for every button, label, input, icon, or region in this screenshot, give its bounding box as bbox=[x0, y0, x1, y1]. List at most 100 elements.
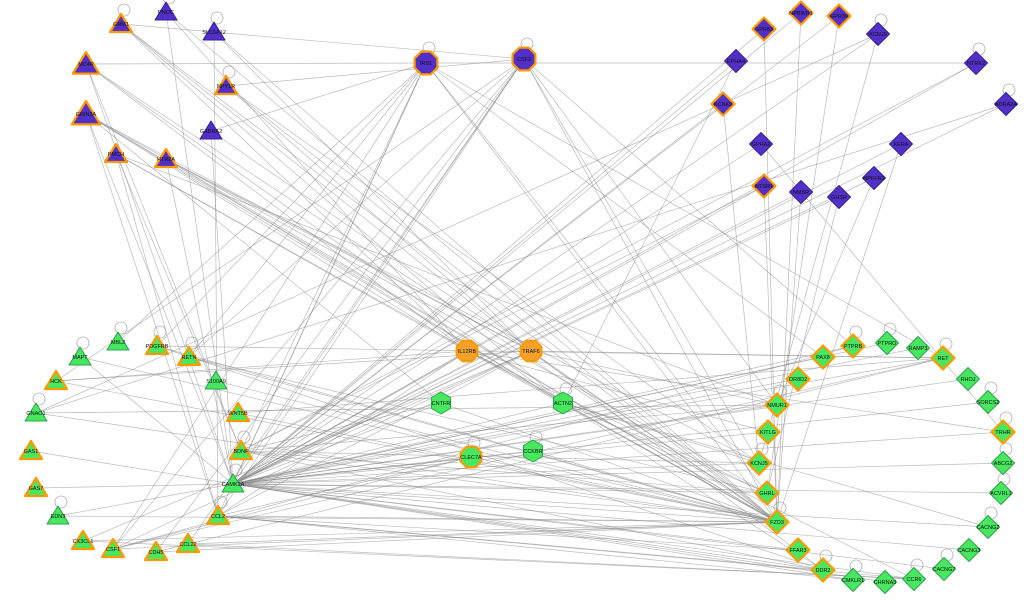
edge bbox=[115, 153, 778, 406]
node-CX3CL1[interactable] bbox=[70, 529, 96, 551]
node-SLC6A12[interactable] bbox=[202, 21, 226, 41]
self-loops-layer bbox=[32, 0, 1016, 573]
node-GHSR[interactable] bbox=[827, 185, 851, 209]
edge bbox=[466, 350, 768, 494]
node-ACTN2[interactable] bbox=[553, 391, 573, 415]
node-PMCH[interactable] bbox=[103, 142, 129, 164]
node-MAPT[interactable] bbox=[68, 346, 92, 366]
node-CCKBR[interactable] bbox=[523, 439, 543, 463]
node-MBL2[interactable] bbox=[106, 331, 130, 351]
node-ACVRL1[interactable] bbox=[989, 481, 1013, 505]
node-CSF2[interactable] bbox=[511, 46, 537, 72]
node-SORCS2[interactable] bbox=[976, 390, 1000, 414]
node-RHOJ[interactable] bbox=[956, 367, 980, 391]
node-NTSR1[interactable] bbox=[751, 173, 777, 199]
node-RET[interactable] bbox=[930, 345, 956, 371]
node-KERA[interactable] bbox=[889, 132, 913, 156]
node-CDH5[interactable] bbox=[143, 540, 169, 562]
node-WNT5B[interactable] bbox=[225, 401, 251, 423]
edge bbox=[776, 143, 902, 523]
node-KCNK9[interactable] bbox=[710, 91, 736, 117]
node-S100A9[interactable] bbox=[204, 370, 228, 390]
node-RETN[interactable] bbox=[176, 345, 202, 367]
node-BDNF[interactable] bbox=[228, 439, 254, 461]
edge bbox=[165, 158, 564, 404]
node-CAMK2A[interactable] bbox=[221, 473, 245, 493]
nodes-layer bbox=[18, 0, 1018, 594]
edge bbox=[232, 462, 760, 485]
node-GRIN2A[interactable] bbox=[70, 99, 102, 126]
node-CSF1[interactable] bbox=[100, 537, 126, 559]
edge bbox=[466, 350, 769, 433]
edge bbox=[188, 62, 427, 358]
edge bbox=[523, 58, 778, 406]
edge bbox=[232, 431, 769, 485]
node-CACNG2[interactable] bbox=[976, 515, 1000, 539]
node-IL12RB[interactable] bbox=[455, 339, 479, 363]
node-KITLG[interactable] bbox=[755, 419, 781, 445]
node-EPHA4[interactable] bbox=[724, 49, 748, 73]
node-GAS7[interactable] bbox=[23, 476, 49, 498]
node-CMKLR1[interactable] bbox=[841, 568, 865, 592]
edge bbox=[240, 402, 442, 452]
node-CCR6[interactable] bbox=[902, 567, 926, 591]
node-ADRA2A[interactable] bbox=[994, 92, 1018, 116]
node-PNOC[interactable] bbox=[154, 1, 178, 21]
node-GRM1[interactable] bbox=[108, 12, 134, 34]
node-GHRL[interactable] bbox=[754, 480, 780, 506]
node-OR8D2[interactable] bbox=[785, 366, 811, 392]
edges-layer bbox=[30, 11, 1007, 583]
node-GNAO1[interactable] bbox=[24, 402, 48, 422]
edge bbox=[55, 350, 532, 382]
node-GPHA2[interactable] bbox=[749, 132, 773, 156]
node-GAS1[interactable] bbox=[18, 439, 44, 461]
node-KCNJ5[interactable] bbox=[746, 450, 772, 476]
self-loop bbox=[185, 336, 199, 350]
node-NMUR1[interactable] bbox=[764, 392, 790, 418]
node-PAX8[interactable] bbox=[810, 344, 836, 370]
node-CCL2[interactable] bbox=[205, 504, 231, 526]
node-RAMP3[interactable] bbox=[906, 336, 930, 360]
edge bbox=[165, 11, 468, 352]
node-PTPRB[interactable] bbox=[840, 333, 866, 359]
node-ABCG2[interactable] bbox=[991, 451, 1015, 475]
node-NPBWR1[interactable] bbox=[788, 0, 814, 26]
self-loop bbox=[114, 321, 128, 335]
node-KCNJ9[interactable] bbox=[866, 22, 890, 46]
node-HTR2A[interactable] bbox=[153, 147, 179, 169]
node-CACNG3[interactable] bbox=[957, 538, 981, 562]
node-TRHR[interactable] bbox=[990, 419, 1016, 445]
node-NMBR[interactable] bbox=[789, 180, 813, 204]
node-TRAF6[interactable] bbox=[519, 339, 543, 363]
node-GPR39[interactable] bbox=[826, 3, 852, 29]
edge bbox=[165, 158, 234, 485]
node-HCK[interactable] bbox=[43, 369, 69, 391]
node-FZD3[interactable] bbox=[764, 509, 790, 535]
node-NPY1R[interactable] bbox=[213, 74, 239, 96]
node-NTRK2[interactable] bbox=[964, 51, 988, 75]
edge bbox=[225, 85, 778, 523]
node-CHRNA3[interactable] bbox=[873, 570, 897, 594]
edge bbox=[115, 153, 242, 452]
node-DDR2[interactable] bbox=[810, 557, 836, 583]
edge bbox=[232, 483, 989, 528]
self-loop bbox=[32, 392, 46, 406]
node-NPFFR2[interactable] bbox=[862, 166, 886, 190]
edge bbox=[217, 515, 854, 581]
node-IRS1[interactable] bbox=[413, 50, 439, 76]
node-GABRA2[interactable] bbox=[199, 120, 223, 140]
edge bbox=[85, 113, 468, 352]
node-CLEC7A[interactable] bbox=[459, 445, 483, 469]
node-PTPRO[interactable] bbox=[875, 331, 899, 355]
node-FFAR3[interactable] bbox=[785, 537, 811, 563]
node-GPR83[interactable] bbox=[751, 16, 777, 42]
node-EDN3[interactable] bbox=[46, 505, 70, 525]
node-CCL22[interactable] bbox=[175, 532, 201, 554]
edge bbox=[562, 402, 778, 523]
node-MC4R[interactable] bbox=[71, 50, 101, 75]
node-CNTFR[interactable] bbox=[431, 391, 451, 415]
node-PDGFRB[interactable] bbox=[144, 334, 170, 356]
node-CACNG7[interactable] bbox=[932, 557, 956, 581]
